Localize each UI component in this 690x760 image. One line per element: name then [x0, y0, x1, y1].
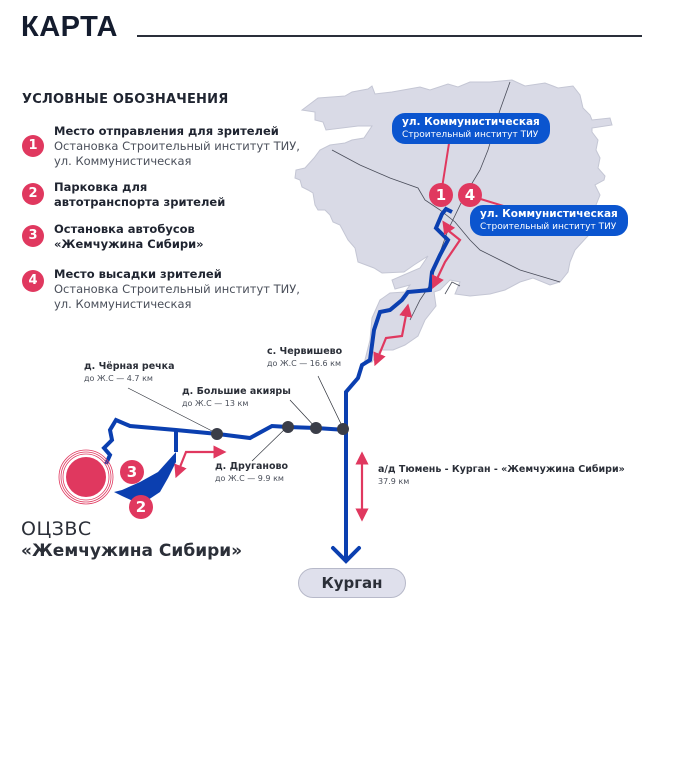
- legend-title: УСЛОВНЫЕ ОБОЗНАЧЕНИЯ: [22, 92, 229, 107]
- stop-dot-chervishevo: [337, 423, 349, 435]
- stop-dot-chernaya-rechka: [211, 428, 223, 440]
- marker-badge-4: 4: [22, 270, 44, 292]
- legend-item-subtitle: ул. Коммунистическая: [54, 153, 192, 168]
- callout-leader-1: [441, 136, 451, 189]
- map-marker-1: 1: [429, 183, 453, 207]
- legend-item-title: «Жемчужина Сибири»: [54, 236, 204, 251]
- venue-marker: [58, 449, 114, 505]
- stop-name: д. Чёрная речка: [84, 361, 175, 372]
- stop-label-chernaya-rechka: д. Чёрная речка до Ж.С — 4.7 км: [84, 361, 175, 384]
- callout-street: ул. Коммунистическая: [402, 116, 540, 128]
- stop-name: д. Большие акияры: [182, 386, 291, 397]
- stop-name: д. Друганово: [215, 461, 289, 472]
- marker-badge-2: 2: [22, 183, 44, 205]
- road-label: а/д Тюмень - Курган - «Жемчужина Сибири»…: [378, 464, 625, 487]
- page-title: КАРТА: [21, 11, 118, 43]
- callout-stop: Строительный институт ТИУ: [480, 222, 617, 232]
- road-distance: 37.9 км: [378, 477, 410, 486]
- legend-item-subtitle: ул. Коммунистическая: [54, 296, 192, 311]
- map-marker-3: 3: [120, 460, 144, 484]
- legend-item-title: Остановка автобусов: [54, 222, 195, 236]
- destination-city-pill: Курган: [298, 568, 406, 598]
- marker-badge-3: 3: [22, 225, 44, 247]
- legend-item-title: Парковка для: [54, 180, 148, 194]
- map-marker-2: 2: [129, 495, 153, 519]
- legend-item-title: автотранспорта зрителей: [54, 194, 226, 209]
- direction-arrows: [174, 220, 462, 522]
- road-name: а/д Тюмень - Курган - «Жемчужина Сибири»: [378, 464, 625, 475]
- callout-street: ул. Коммунистическая: [480, 208, 618, 220]
- map-marker-4: 4: [458, 183, 482, 207]
- legend-item-title: Место высадки зрителей: [54, 267, 222, 281]
- stop-distance: до Ж.С — 16.6 км: [267, 359, 342, 368]
- venue-label: ОЦЗВС «Жемчужина Сибири»: [21, 518, 242, 562]
- stop-leaders: [127, 375, 344, 462]
- legend-item-title: Место отправления для зрителей: [54, 124, 279, 138]
- legend-item-subtitle: Остановка Строительный институт ТИУ,: [54, 281, 300, 296]
- callout-dropoff: ул. Коммунистическая Строительный инстит…: [470, 205, 628, 236]
- callout-stop: Строительный институт ТИУ: [402, 130, 539, 140]
- marker-badge-1: 1: [22, 135, 44, 157]
- stop-dots: [211, 421, 349, 440]
- stop-distance: до Ж.С — 13 км: [182, 399, 249, 408]
- stop-label-druganovo: д. Друганово до Ж.С — 9.9 км: [215, 461, 288, 484]
- title-divider: [137, 35, 642, 37]
- venue-type: ОЦЗВС: [21, 518, 92, 540]
- stop-label-chervishevo: с. Червишево до Ж.С — 16.6 км: [267, 346, 342, 369]
- legend-item-subtitle: Остановка Строительный институт ТИУ,: [54, 138, 300, 153]
- stop-distance: до Ж.С — 4.7 км: [84, 374, 153, 383]
- venue-name: «Жемчужина Сибири»: [21, 541, 243, 561]
- stop-dot-bolshie-akiyary: [310, 422, 322, 434]
- stop-dot-druganovo: [282, 421, 294, 433]
- callout-departure: ул. Коммунистическая Строительный инстит…: [392, 113, 550, 144]
- parking-area: [114, 452, 176, 502]
- stop-distance: до Ж.С — 9.9 км: [215, 474, 284, 483]
- stop-name: с. Червишево: [267, 346, 343, 357]
- stop-label-bolshie-akiyary: д. Большие акияры до Ж.С — 13 км: [182, 386, 291, 409]
